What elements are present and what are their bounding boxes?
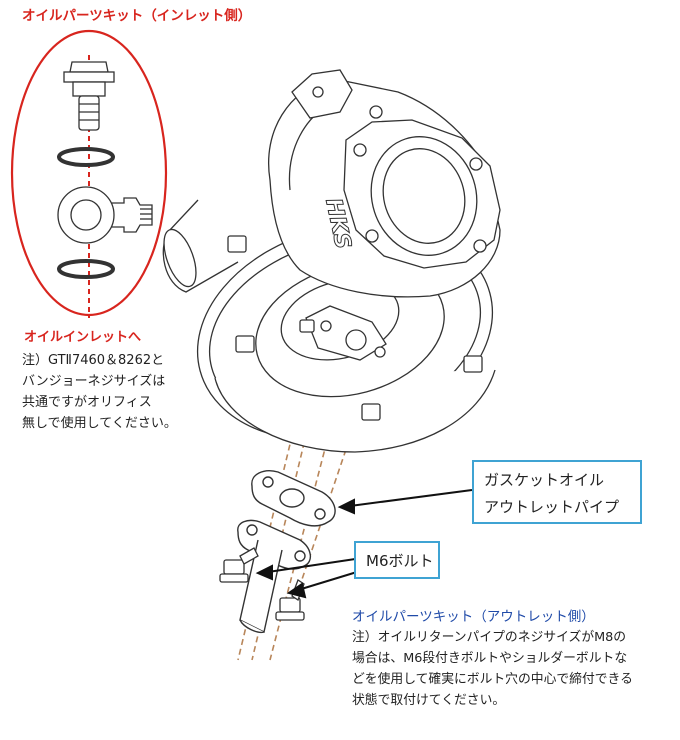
- outlet-pipe: [237, 519, 311, 634]
- gasket-callout-line: アウトレットパイプ: [484, 498, 620, 516]
- banjo-fitting: [57, 186, 153, 244]
- inlet-kit-title: オイルパーツキット（インレット側）: [22, 8, 252, 24]
- inlet-kit-highlight-ellipse: [10, 29, 168, 317]
- inlet-note: 注）GTⅡ7460＆8262と バンジョーネジサイズは 共通ですがオリフィス 無…: [22, 350, 222, 434]
- gasket: [251, 470, 336, 527]
- to-oil-inlet-label: オイルインレットへ: [24, 330, 142, 345]
- gasket-callout-line: ガスケットオイル: [484, 471, 605, 489]
- turbo-body: [162, 69, 501, 453]
- m6-bolt-right: [275, 579, 305, 621]
- outlet-kit-title: オイルパーツキット（アウトレット側）: [352, 609, 595, 625]
- callout-arrows: [255, 489, 473, 599]
- outlet-note-line: 注）オイルリターンパイプのネジサイズがM8の: [352, 630, 627, 645]
- outlet-note-line: 場合は、M6段付きボルトやショルダーボルトな: [352, 651, 628, 666]
- outlet-note-line: 状態で取付けてください。: [352, 693, 506, 708]
- outlet-note-line: どを使用して確実にボルト穴の中心で締付できる: [352, 672, 633, 687]
- inlet-note-line: バンジョーネジサイズは: [22, 374, 166, 389]
- inlet-note-line: 共通ですがオリフィス: [22, 395, 152, 410]
- inlet-note-line: 注）GTⅡ7460＆8262と: [22, 353, 165, 368]
- inlet-note-line: 無しで使用してください。: [22, 416, 177, 431]
- o-ring-upper: [57, 147, 115, 167]
- bolt-callout-text: M6ボルト: [366, 552, 434, 570]
- m6-bolt-left: [219, 547, 259, 583]
- banjo-bolt: [63, 61, 115, 131]
- gasket-callout-box: ガスケットオイル アウトレットパイプ: [472, 460, 642, 524]
- o-ring-lower: [57, 259, 115, 279]
- bolt-callout-box: M6ボルト: [354, 541, 440, 579]
- outlet-note: 注）オイルリターンパイプのネジサイズがM8の 場合は、M6段付きボルトやショルダ…: [352, 627, 680, 711]
